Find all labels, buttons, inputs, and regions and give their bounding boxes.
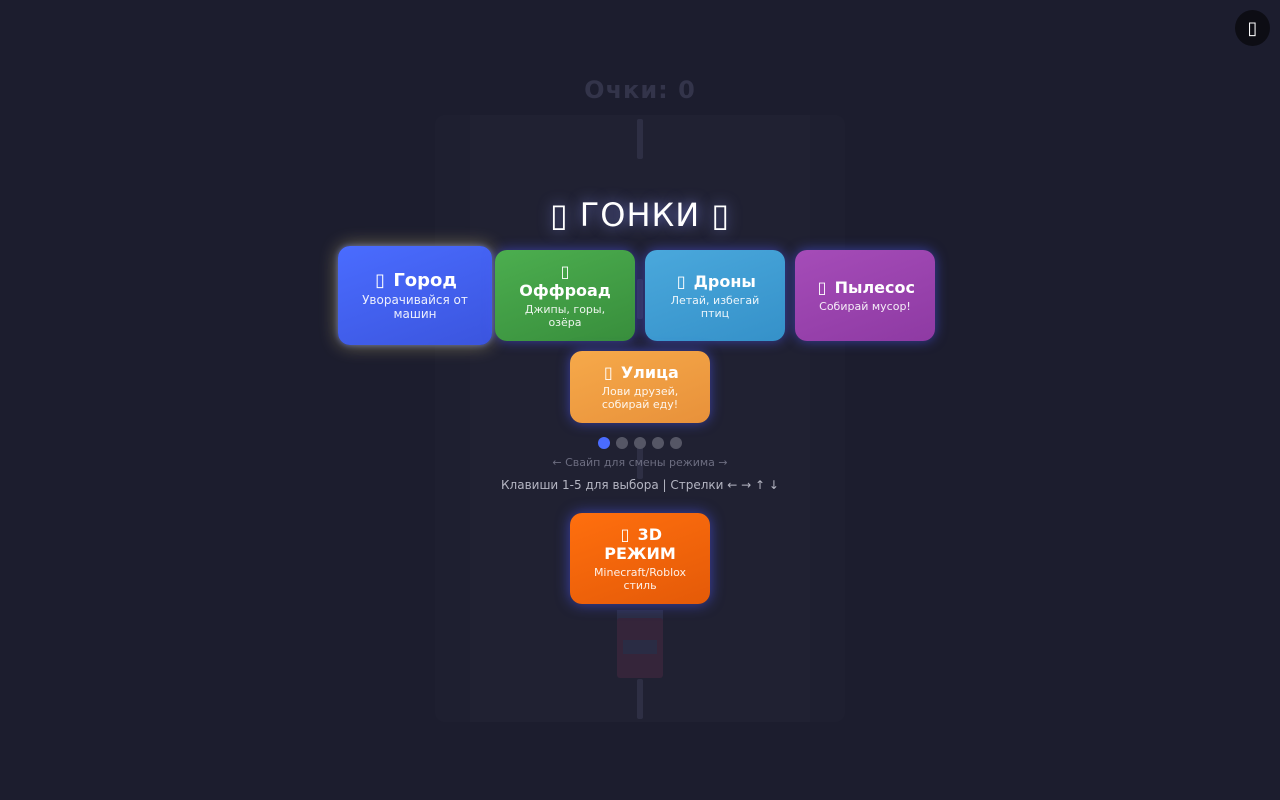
mode-card-city-description: Уворачивайся от машин — [362, 292, 468, 321]
mode-card-offroad-description: Джипы, горы, озёра — [524, 303, 606, 329]
lane-marking — [637, 679, 643, 719]
mode-card-vacuum-title: ▯ Пылесос — [815, 278, 915, 297]
street-icon: ▯ — [603, 363, 613, 382]
mode-card-street-title: ▯ Улица — [601, 363, 679, 382]
cube-icon: ▯ — [620, 525, 630, 544]
player-car-window — [623, 640, 657, 654]
lane-marking — [637, 119, 643, 159]
vacuum-icon: ▯ — [817, 278, 827, 297]
mode-card-street-name: Улица — [620, 363, 679, 382]
mode-card-drones-name: Дроны — [693, 271, 756, 291]
mode-card-offroad-name: Оффроад — [519, 281, 611, 300]
car-icon: ▯ — [711, 196, 730, 234]
player-car — [615, 610, 665, 678]
keys-hint: Клавиши 1-5 для выбора | Стрелки ← → ↑ ↓ — [501, 478, 779, 492]
race-track — [435, 115, 845, 722]
mode-3d-title: ▯ 3D РЕЖИМ — [584, 525, 696, 563]
mode-card-street-description: Лови друзей, собирай еду! — [601, 385, 679, 411]
track-shoulder-right — [810, 115, 845, 722]
jeep-icon: ▯ — [560, 262, 570, 281]
menu-title: ▯ ГОНКИ ▯ — [0, 196, 1280, 234]
mode-3d-description: Minecraft/Roblox стиль — [593, 566, 687, 592]
mode-card-drones-description: Летай, избегай птиц — [670, 293, 760, 320]
lane-marking — [637, 279, 643, 319]
car-icon: ▯ — [550, 196, 569, 234]
city-icon: ▯ — [375, 269, 385, 291]
track-shoulder-left — [435, 115, 470, 722]
mode-card-city-name: Город — [393, 269, 457, 291]
page-dot-3[interactable] — [634, 437, 646, 449]
mode-card-vacuum-name: Пылесос — [834, 278, 915, 297]
mode-card-vacuum[interactable]: ▯ Пылесос Собирай мусор! — [795, 250, 935, 341]
mode-3d-name: 3D РЕЖИМ — [604, 525, 676, 563]
mode-card-city-title: ▯ Город — [373, 271, 457, 290]
page-indicator — [0, 437, 1280, 449]
page-dot-5[interactable] — [670, 437, 682, 449]
page-dot-2[interactable] — [616, 437, 628, 449]
mode-card-city[interactable]: ▯ Город Уворачивайся от машин — [338, 246, 492, 345]
score-display: Очки: 0 — [584, 76, 696, 104]
mode-card-drones-title: ▯ Дроны — [674, 272, 756, 291]
menu-title-text: ГОНКИ — [579, 196, 701, 234]
swipe-hint: ← Свайп для смены режима → — [552, 456, 728, 469]
mode-card-vacuum-description: Собирай мусор! — [819, 300, 911, 313]
sound-toggle-button[interactable]: ▯ — [1235, 10, 1270, 46]
mode-card-drones[interactable]: ▯ Дроны Летай, избегай птиц — [645, 250, 785, 341]
drone-icon: ▯ — [676, 271, 686, 291]
lane-marking — [637, 439, 643, 479]
mode-3d-button[interactable]: ▯ 3D РЕЖИМ Minecraft/Roblox стиль — [570, 513, 710, 604]
page-dot-4[interactable] — [652, 437, 664, 449]
mode-card-street[interactable]: ▯ Улица Лови друзей, собирай еду! — [570, 351, 710, 423]
sound-icon: ▯ — [1247, 17, 1258, 39]
mode-card-offroad[interactable]: ▯ Оффроад Джипы, горы, озёра — [495, 250, 635, 341]
mode-card-offroad-title: ▯ Оффроад — [519, 262, 611, 300]
page-dot-1[interactable] — [598, 437, 610, 449]
